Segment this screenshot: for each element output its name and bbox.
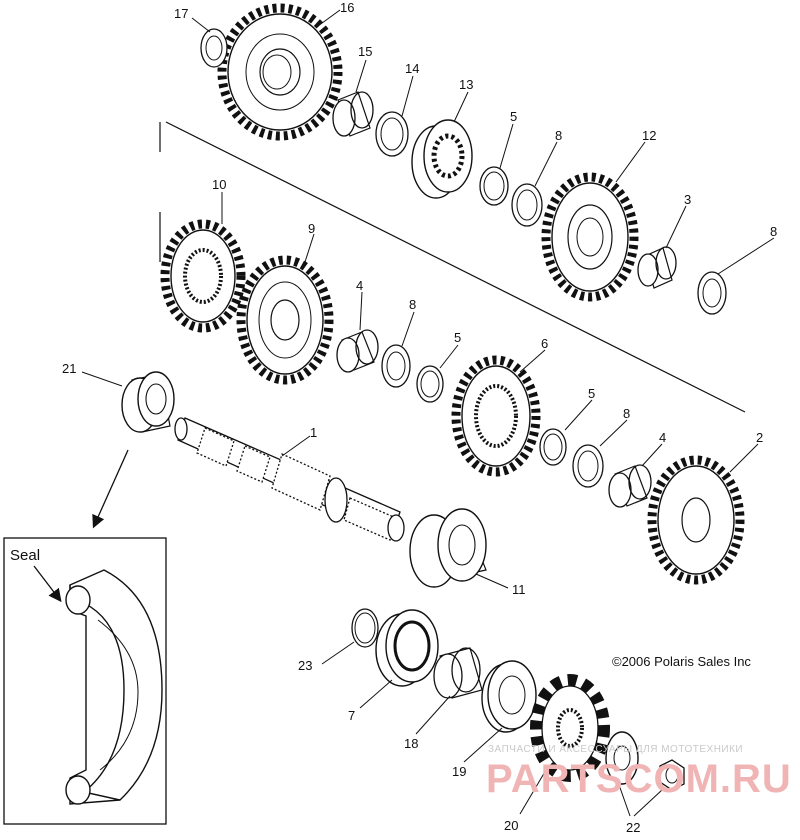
shaft-group-bracket bbox=[159, 121, 746, 413]
shaft-1 bbox=[174, 417, 405, 542]
bearing-15 bbox=[332, 91, 374, 137]
bearing-21 bbox=[121, 371, 175, 433]
callout-8-right: 8 bbox=[770, 224, 777, 239]
gear-9 bbox=[236, 255, 334, 385]
callout-3: 3 bbox=[684, 192, 691, 207]
callout-6: 6 bbox=[541, 336, 548, 351]
callout-9: 9 bbox=[308, 221, 315, 236]
callout-10: 10 bbox=[212, 177, 226, 192]
callout-16: 16 bbox=[340, 0, 354, 15]
gear-12 bbox=[541, 172, 639, 302]
washer-8-lower bbox=[572, 444, 604, 488]
callout-8-middle: 8 bbox=[409, 297, 416, 312]
callout-4-upper: 4 bbox=[356, 278, 363, 293]
hub-13 bbox=[411, 119, 473, 199]
washer-8-upper bbox=[511, 183, 543, 227]
callout-22: 22 bbox=[626, 820, 640, 835]
callout-2: 2 bbox=[756, 430, 763, 445]
snap-ring-5-lower bbox=[539, 428, 567, 466]
callout-labels: 17 16 15 14 13 5 8 12 3 8 10 9 4 8 5 6 5… bbox=[62, 0, 777, 835]
callout-1: 1 bbox=[310, 425, 317, 440]
o-ring-23 bbox=[351, 608, 379, 648]
copyright-notice: ©2006 Polaris Sales Inc bbox=[612, 654, 751, 669]
gear-6 bbox=[451, 355, 541, 477]
nut-washer-22 bbox=[605, 731, 685, 791]
washer-19 bbox=[481, 660, 537, 733]
callout-11: 11 bbox=[512, 582, 526, 597]
washer-17 bbox=[200, 28, 228, 68]
callout-8-lower: 8 bbox=[623, 406, 630, 421]
snap-ring-5-upper bbox=[479, 166, 509, 206]
seal-7 bbox=[375, 609, 439, 687]
gear-16 bbox=[217, 3, 343, 141]
bearing-11 bbox=[409, 508, 487, 588]
callout-14: 14 bbox=[405, 61, 419, 76]
bearing-3 bbox=[637, 246, 677, 289]
callout-12: 12 bbox=[642, 128, 656, 143]
washer-8-right bbox=[697, 271, 727, 315]
callout-17: 17 bbox=[174, 6, 188, 21]
callout-8-upper: 8 bbox=[555, 128, 562, 143]
watermark-caption: ЗАПЧАСТИ И АКСЕССУАРЫ ДЛЯ МОТОТЕХНИКИ bbox=[488, 744, 743, 755]
watermark: ЗАПЧАСТИ И АКСЕССУАРЫ ДЛЯ МОТОТЕХНИКИ PA… bbox=[486, 744, 792, 801]
gear-2 bbox=[647, 455, 745, 585]
callout-19: 19 bbox=[452, 764, 466, 779]
callout-4-lower: 4 bbox=[659, 430, 666, 445]
seal-pointer-arrow bbox=[92, 449, 129, 529]
callout-13: 13 bbox=[459, 77, 473, 92]
callout-21: 21 bbox=[62, 361, 76, 376]
callout-5-middle: 5 bbox=[454, 330, 461, 345]
callout-18: 18 bbox=[404, 736, 418, 751]
washer-8-middle bbox=[381, 344, 411, 388]
watermark-logo: PARTSCOM.RU bbox=[486, 757, 792, 801]
spacer-18 bbox=[433, 647, 483, 699]
callout-20: 20 bbox=[504, 818, 518, 833]
bearing-4-lower bbox=[608, 464, 652, 508]
gear-10 bbox=[160, 219, 246, 333]
snap-ring-5-middle bbox=[416, 365, 444, 403]
seal-inset-title: Seal bbox=[10, 547, 40, 564]
leader-lines bbox=[81, 9, 775, 817]
callout-5-upper: 5 bbox=[510, 109, 517, 124]
seal-inset: Seal bbox=[3, 537, 167, 825]
callout-23: 23 bbox=[298, 658, 312, 673]
bearing-4-upper bbox=[336, 329, 379, 373]
callout-15: 15 bbox=[358, 44, 372, 59]
callout-5-lower: 5 bbox=[588, 386, 595, 401]
sprocket-20 bbox=[530, 674, 610, 782]
callout-7: 7 bbox=[348, 708, 355, 723]
washer-14 bbox=[375, 111, 409, 157]
